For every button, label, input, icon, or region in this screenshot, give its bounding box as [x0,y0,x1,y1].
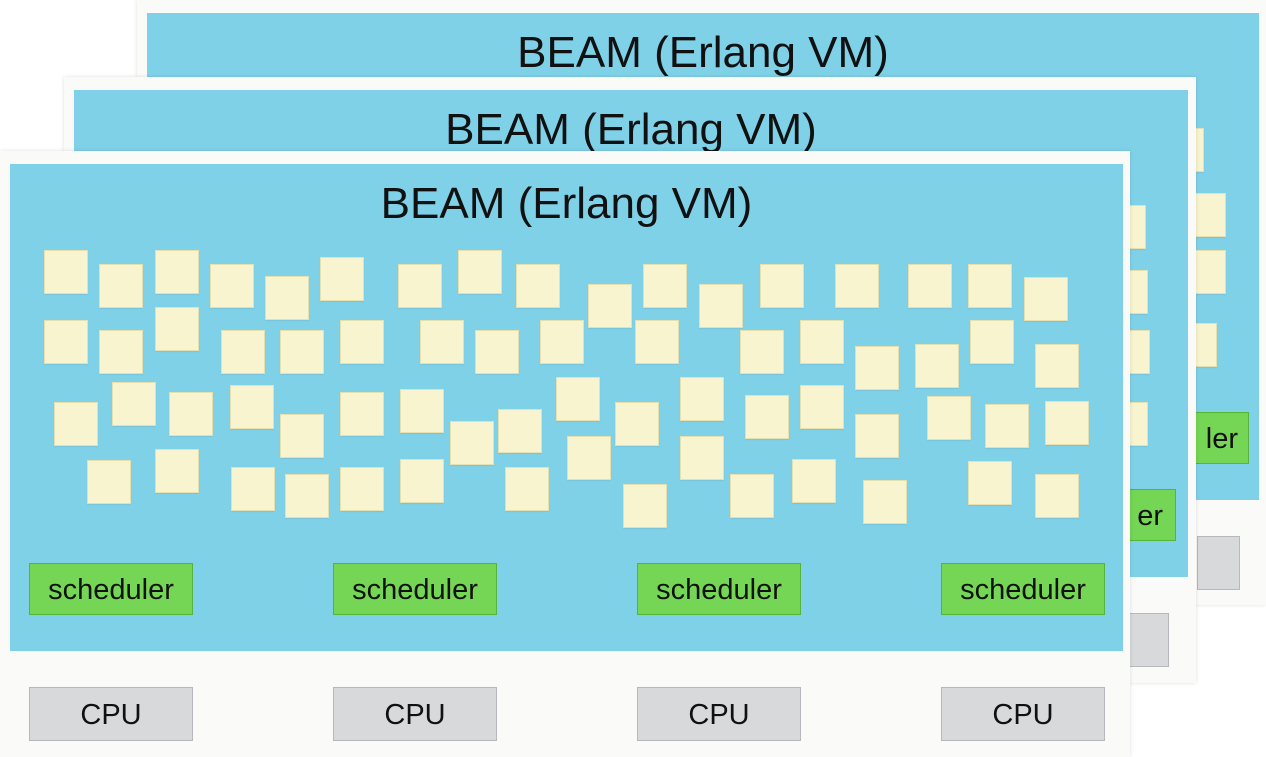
process-note [915,344,959,388]
process-note [1045,401,1089,445]
cpu-1: CPU [29,687,193,741]
process-note [450,421,494,465]
cpu-2: CPU [333,687,497,741]
process-note [400,389,444,433]
scheduler-1: scheduler [29,563,193,615]
cpu-4: CPU [941,687,1105,741]
process-note [540,320,584,364]
process-note [800,385,844,429]
process-note [265,276,309,320]
process-note [615,402,659,446]
process-note [340,320,384,364]
process-note [516,264,560,308]
process-note [1024,277,1068,321]
process-note [1035,344,1079,388]
process-note [54,402,98,446]
process-note [567,436,611,480]
process-note [680,436,724,480]
process-note [968,264,1012,308]
vm-title: BEAM (Erlang VM) [445,105,817,154]
process-note [835,264,879,308]
process-note [680,377,724,421]
process-note [210,264,254,308]
process-note [230,385,274,429]
process-note [1035,474,1079,518]
scheduler-3: scheduler [637,563,801,615]
process-note [280,414,324,458]
process-note [44,250,88,294]
process-note [800,320,844,364]
process-note [643,264,687,308]
vm-title: BEAM (Erlang VM) [517,28,889,77]
process-note [155,449,199,493]
process-note [221,330,265,374]
process-note [155,250,199,294]
process-note [458,250,502,294]
process-note [588,284,632,328]
process-note [855,414,899,458]
process-note [498,409,542,453]
process-note [280,330,324,374]
vm-title: BEAM (Erlang VM) [380,179,753,228]
process-note [745,395,789,439]
process-note [556,377,600,421]
process-note [855,346,899,390]
scheduler-partial: ler [1187,412,1249,464]
process-note [635,320,679,364]
cpu-partial [1124,613,1169,667]
process-note [908,264,952,308]
process-note [968,461,1012,505]
process-note [99,330,143,374]
process-note [87,460,131,504]
process-note [792,459,836,503]
process-note [231,467,275,511]
cpu-partial [1197,536,1240,590]
process-note [699,284,743,328]
process-note [398,264,442,308]
process-note [169,392,213,436]
process-note [112,382,156,426]
process-note [927,396,971,440]
process-note [970,320,1014,364]
scheduler-2: scheduler [333,563,497,615]
process-note [730,474,774,518]
process-note [985,404,1029,448]
process-note [505,467,549,511]
beam-vm-panel: BEAM (Erlang VM) [10,164,1123,651]
process-note [623,484,667,528]
process-note [155,307,199,351]
process-note [340,392,384,436]
process-note [44,320,88,364]
beam-vm-layer-front: BEAM (Erlang VM) [0,151,1130,757]
process-note [340,467,384,511]
process-note [420,320,464,364]
scheduler-4: scheduler [941,563,1105,615]
process-note [760,264,804,308]
process-note [475,330,519,374]
process-note [740,330,784,374]
process-note [99,264,143,308]
process-note [400,459,444,503]
process-note [285,474,329,518]
cpu-3: CPU [637,687,801,741]
process-note [320,257,364,301]
process-note [863,480,907,524]
